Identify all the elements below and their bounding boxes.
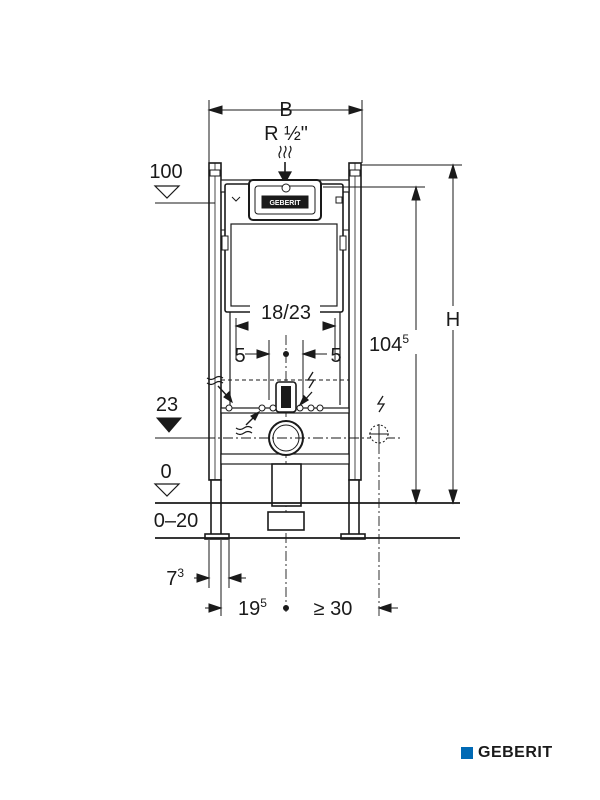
mounting-frame: [204, 162, 366, 540]
drain-outlet: [267, 420, 305, 531]
level-23: [155, 417, 205, 439]
level-100-label: 100: [149, 161, 182, 183]
brand-square-icon: [461, 747, 473, 759]
brand-wordmark: GEBERIT: [478, 744, 553, 761]
dim-19-label: 195: [238, 596, 267, 620]
floor-lines: [155, 502, 460, 539]
water-symbol-lower: [235, 410, 261, 436]
plate-brand-text: GEBERIT: [269, 200, 301, 207]
dim-104-label: 1045: [369, 332, 409, 356]
dim-7-label: 73: [166, 566, 184, 590]
floor-range-label: 0–20: [154, 510, 199, 532]
level-0: [153, 483, 181, 497]
level-0-label: 0: [160, 461, 171, 483]
dim-5-left-label: 5: [234, 345, 245, 367]
dim-5-right-label: 5: [330, 345, 341, 367]
dim-7-3: [194, 540, 246, 588]
flush-pipe: [225, 381, 324, 413]
dim-30-label: ≥ 30: [314, 598, 353, 620]
electrical-socket: [369, 424, 389, 616]
power-icon-center: [298, 371, 316, 407]
dim-18-23-label: 18/23: [261, 302, 311, 324]
thread-label: R ½": [264, 123, 308, 145]
width-label: B: [279, 99, 292, 121]
brand-logo: GEBERIT: [461, 744, 553, 762]
power-icon-right: [376, 395, 386, 413]
water-supply-icon: [277, 145, 293, 185]
flush-plate: [248, 179, 322, 221]
dim-18-23: [234, 318, 337, 360]
width-dimension: [207, 100, 364, 163]
cable-symbol-left: [206, 375, 233, 404]
level-23-label: 23: [156, 394, 178, 416]
dim-5-5: [245, 340, 327, 400]
dim-19-5-and-30: [205, 540, 398, 616]
level-100: [153, 185, 215, 204]
height-dimension: [323, 163, 462, 505]
height-label: H: [446, 309, 460, 331]
